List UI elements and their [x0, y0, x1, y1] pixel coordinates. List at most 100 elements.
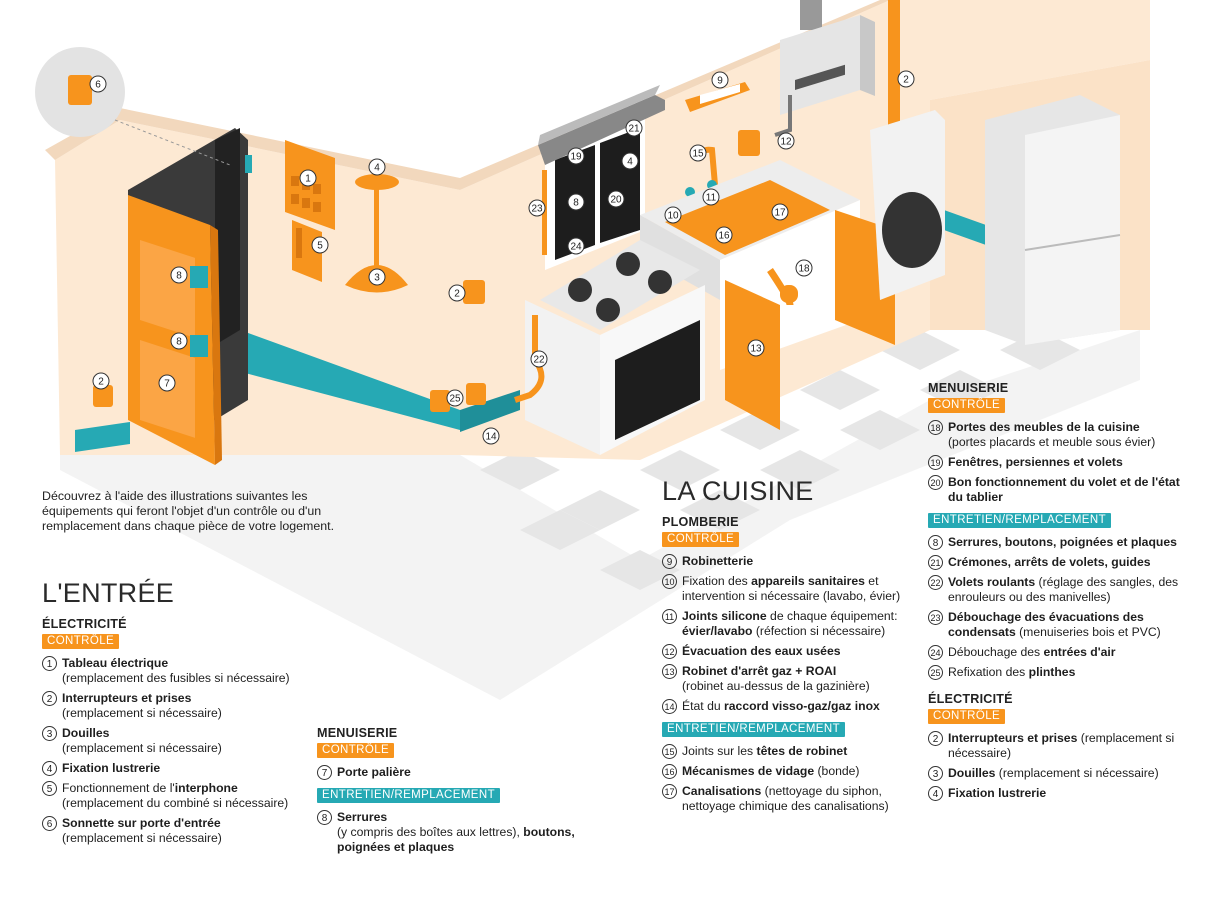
item-number-badge: 20: [928, 475, 943, 490]
item-rest: et intervention si nécessaire (lavabo, é…: [682, 574, 901, 603]
callout-8: 8: [170, 266, 188, 284]
item-bold: Évacuation des eaux usées: [682, 644, 841, 658]
callout-20: 20: [607, 190, 625, 208]
item-number-badge: 18: [928, 420, 943, 435]
baseboard-left: [75, 422, 130, 452]
callout-label: 12: [780, 137, 792, 148]
callout-circle: [92, 372, 110, 390]
item-number-badge: 23: [928, 610, 943, 625]
item-number-badge: 2: [928, 731, 943, 746]
item-number-badge: 25: [928, 665, 943, 680]
item-rest: (menuiseries bois et PVC): [1015, 625, 1161, 639]
callout-label: 14: [485, 432, 497, 443]
item-bold: Douilles: [948, 766, 996, 780]
callout-8: 8: [567, 193, 585, 211]
item-rest: (portes placards et meuble sous évier): [948, 435, 1156, 449]
callout-label: 2: [98, 377, 104, 388]
callout-label: 18: [798, 264, 810, 275]
baseboard-right: [930, 205, 1000, 250]
callout-label: 7: [164, 379, 170, 390]
callout-circle: [897, 70, 915, 88]
item-text: Interrupteurs et prises(remplacement si …: [62, 691, 222, 721]
callout-label: 21: [628, 124, 640, 135]
callout-circle: [170, 332, 188, 350]
item-rest: (nettoyage du siphon, nettoyage chimique…: [682, 784, 889, 813]
callout-label: 4: [374, 163, 380, 174]
item-bold: plinthes: [1028, 665, 1076, 679]
callout-circle: [711, 71, 729, 89]
item-bold: Crémones, arrêts de volets, guides: [948, 555, 1151, 569]
item-bold: Interrupteurs et prises: [948, 731, 1078, 745]
callout-21: 21: [625, 119, 643, 137]
callout-17: 17: [771, 203, 789, 221]
item-number-badge: 4: [928, 786, 943, 801]
callout-25: 25: [446, 389, 464, 407]
list-item: 25 Refixation des plinthes: [928, 665, 1190, 680]
item-bold: Porte palière: [337, 765, 411, 779]
item-text: Douilles(remplacement si nécessaire): [62, 726, 222, 756]
callout-15: 15: [689, 144, 707, 162]
item-bold: Robinetterie: [682, 554, 754, 568]
item-bold: Douilles: [62, 726, 110, 740]
item-text: Crémones, arrêts de volets, guides: [948, 555, 1151, 570]
item-text: Refixation des plinthes: [948, 665, 1075, 680]
item-bold: Mécanismes de vidage: [682, 764, 815, 778]
sink: [665, 180, 830, 255]
oven-door: [615, 320, 700, 440]
item-text: Joints sur les têtes de robinet: [682, 744, 847, 759]
item-text: Débouchage des entrées d'air: [948, 645, 1116, 660]
item-number-badge: 11: [662, 609, 677, 624]
item-bold: Fixation lustrerie: [62, 761, 161, 775]
item-rest: (remplacement si nécessaire): [948, 731, 1175, 760]
callout-24: 24: [567, 237, 585, 255]
callout-circle: [170, 266, 188, 284]
item-bold: Fenêtres, persiennes et volets: [948, 455, 1123, 469]
callout-19: 19: [567, 147, 585, 165]
item-text: Évacuation des eaux usées: [682, 644, 841, 659]
entree-menuiserie-entretien-tag: ENTRETIEN/REMPLACEMENT: [317, 788, 501, 803]
item-pre: État du: [682, 699, 725, 713]
callout-label: 9: [717, 76, 723, 87]
item-bold: interphone: [174, 781, 238, 795]
callout-3: 3: [368, 268, 386, 286]
item-text: Robinet d'arrêt gaz + ROAI(robinet au-de…: [682, 664, 870, 694]
callout-circle: [625, 119, 643, 137]
callout-circle: [567, 147, 585, 165]
item-text: Volets roulants (réglage des sangles, de…: [948, 575, 1190, 605]
item-text: Canalisations (nettoyage du siphon, nett…: [682, 784, 907, 814]
cuisine-plomberie-controle-tag: CONTRÔLE: [662, 532, 740, 547]
item-rest: (y compris des boîtes aux lettres),: [337, 825, 524, 839]
item-number-badge: 13: [662, 664, 677, 679]
item-rest: (remplacement si nécessaire): [62, 831, 222, 845]
callout-label: 15: [692, 149, 704, 160]
callout-circle: [702, 188, 720, 206]
callout-circle: [715, 226, 733, 244]
item-bold: entrées d'air: [1043, 645, 1116, 659]
callout-circle: [621, 152, 639, 170]
item-bold: appareils sanitaires: [751, 574, 865, 588]
item-rest: de chaque équipement:: [766, 609, 898, 623]
callout-4: 4: [368, 158, 386, 176]
callout-label: 10: [667, 211, 679, 222]
roller-shutter-box: [538, 95, 665, 165]
cuisine-electricite-controle-tag: CONTRÔLE: [928, 709, 1006, 724]
callout-label: 3: [374, 273, 380, 284]
cuisine-menuiserie-entretien-tag: ENTRETIEN/REMPLACEMENT: [928, 513, 1112, 528]
